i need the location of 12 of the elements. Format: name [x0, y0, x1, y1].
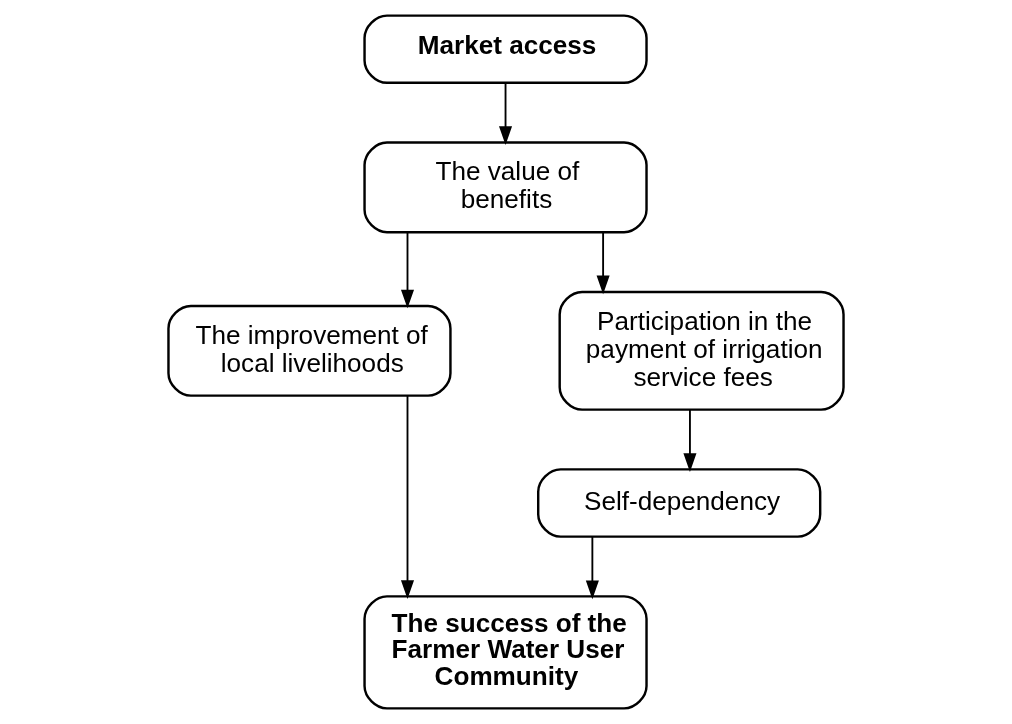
arrow	[400, 231, 415, 309]
node-box: Participation in the payment of irrigation service fees	[558, 290, 845, 411]
node-box: The improvement of local livelihoods	[167, 304, 452, 397]
arrow	[499, 82, 513, 145]
arrow	[585, 535, 599, 600]
node-box: Self-dependency	[537, 468, 822, 538]
arrow	[683, 409, 697, 472]
node-box: The value of benefits	[363, 141, 648, 234]
arrow	[596, 231, 610, 295]
arrow	[400, 395, 415, 599]
node-box: Market access	[363, 14, 648, 85]
node-box: The success of the Farmer Water User Community	[363, 595, 648, 710]
